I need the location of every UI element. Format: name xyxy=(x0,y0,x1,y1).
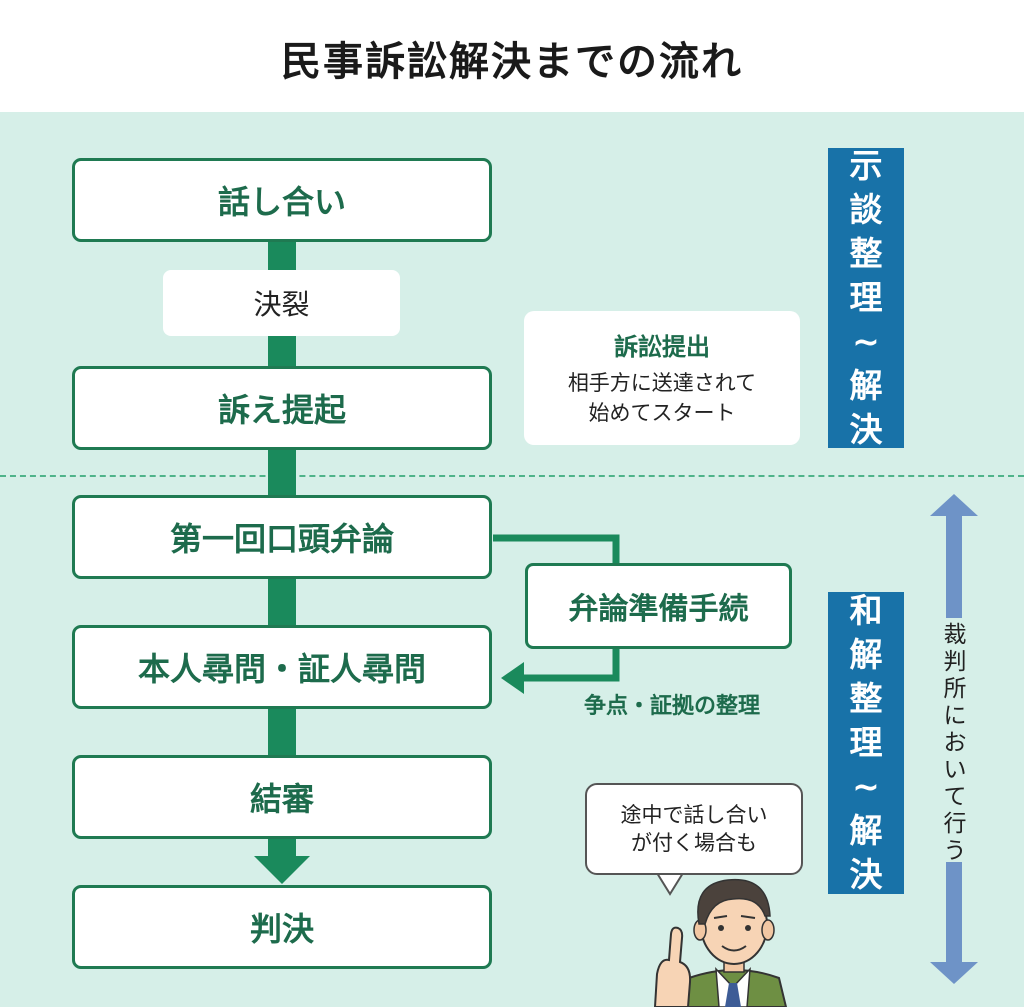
spine-lower-2 xyxy=(268,708,296,758)
filing-note-title: 訴訟提出 xyxy=(614,333,710,361)
spine-mid xyxy=(268,448,296,498)
prep-procedure-note: 争点・証拠の整理 xyxy=(584,694,761,719)
phase-top-char: 理 xyxy=(849,278,883,317)
court-label-char: に xyxy=(943,703,967,729)
court-label-char: 裁 xyxy=(943,622,967,648)
court-label-char: お xyxy=(943,730,967,756)
title-band: 民事訴訟解決までの流れ xyxy=(0,0,1024,112)
phase-bottom-char: 理 xyxy=(849,723,883,762)
filing-note: 訴訟提出 相手方に送達されて 始めてスタート xyxy=(524,311,800,445)
phase-top-char: 談 xyxy=(849,190,883,229)
speech-line-2: が付く場合も xyxy=(631,831,757,855)
step-examination: 本人尋問・証人尋問 xyxy=(72,625,492,709)
phase-bottom-char: 整 xyxy=(849,679,883,718)
court-label-char: 判 xyxy=(943,649,967,675)
filing-note-line-1: 相手方に送達されて xyxy=(567,371,757,395)
court-label-char: う xyxy=(943,838,967,864)
phase-bottom-char: 和 xyxy=(849,591,883,630)
court-label-char: い xyxy=(943,757,967,783)
step-first-hearing: 第一回口頭弁論 xyxy=(72,495,492,579)
phase-bottom-char: ~ xyxy=(852,767,880,806)
court-label-char: 行 xyxy=(943,811,967,837)
step-talk: 話し合い xyxy=(72,158,492,242)
court-label-char: 所 xyxy=(943,676,967,702)
spine-lower-3 xyxy=(268,836,296,858)
filing-note-line-2: 始めてスタート xyxy=(588,401,736,425)
phase-divider xyxy=(0,475,1024,477)
step-lawsuit: 訴え提起 xyxy=(72,366,492,450)
spine-lower-1 xyxy=(268,578,296,628)
phase-top-char: 整 xyxy=(849,234,883,273)
court-label: 裁 判 所 に お い て 行 う xyxy=(938,622,972,865)
phase-label-reconciliation: 和 解 整 理 ~ 解 決 xyxy=(828,591,904,894)
phase-bottom-char: 決 xyxy=(849,855,883,894)
phase-label-settlement: 示 談 整 理 ~ 解 決 xyxy=(828,146,904,449)
step-conclusion: 結審 xyxy=(72,755,492,839)
prep-procedure-box: 弁論準備手続 xyxy=(525,563,792,649)
phase-bottom-char: 解 xyxy=(849,811,883,850)
step-judgment: 判決 xyxy=(72,885,492,969)
phase-top-char: 決 xyxy=(849,410,883,449)
page-title: 民事訴訟解決までの流れ xyxy=(281,39,743,85)
step-breakdown: 決裂 xyxy=(163,270,400,336)
phase-bottom-char: 解 xyxy=(849,635,883,674)
speech-bubble: 途中で話し合い が付く場合も xyxy=(585,783,803,875)
phase-top-char: 示 xyxy=(849,146,883,185)
speech-line-1: 途中で話し合い xyxy=(620,803,768,827)
court-label-char: て xyxy=(943,784,967,810)
phase-top-char: ~ xyxy=(852,322,880,361)
phase-top-char: 解 xyxy=(849,366,883,405)
